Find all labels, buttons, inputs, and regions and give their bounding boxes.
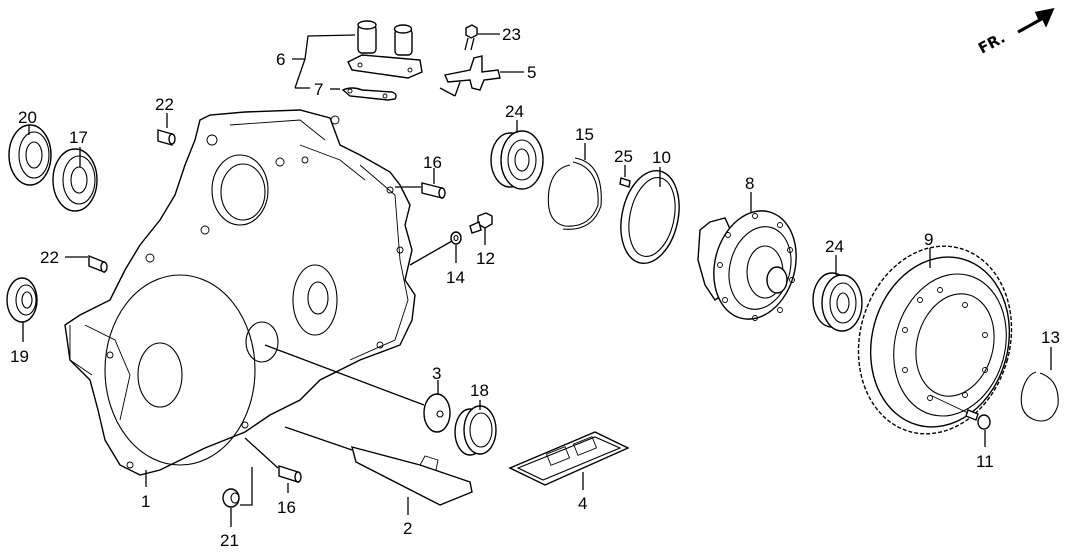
callout-6: 6 bbox=[276, 50, 285, 69]
callout-10: 10 bbox=[652, 148, 671, 167]
part-8-differential-carrier[interactable] bbox=[697, 202, 808, 329]
callout-20: 20 bbox=[18, 108, 37, 127]
callout-14: 14 bbox=[446, 268, 465, 287]
part-25-pin[interactable] bbox=[619, 177, 631, 188]
part-1-transmission-housing[interactable] bbox=[64, 109, 416, 476]
callout-23: 23 bbox=[502, 25, 521, 44]
callout-22-upper: 22 bbox=[155, 95, 174, 114]
part-18-needle-bearing[interactable] bbox=[454, 405, 497, 456]
arrow-front-icon bbox=[1017, 7, 1055, 34]
part-22-dowel-pin-lower[interactable] bbox=[88, 254, 108, 274]
part-24-ball-bearing-lower[interactable] bbox=[812, 272, 863, 332]
callout-7: 7 bbox=[314, 80, 323, 99]
part-20-ball-bearing[interactable] bbox=[8, 124, 52, 186]
part-21-oil-seal[interactable] bbox=[222, 488, 240, 508]
part-4-magnet-plate[interactable] bbox=[508, 431, 630, 486]
part-16-dowel-pin-lower[interactable] bbox=[278, 465, 302, 483]
callout-16-upper: 16 bbox=[423, 153, 442, 172]
callout-16-lower: 16 bbox=[277, 498, 296, 517]
part-7-gasket[interactable] bbox=[341, 87, 397, 101]
callout-17: 17 bbox=[69, 128, 88, 147]
leader-16-lower-axis bbox=[244, 437, 279, 469]
callout-1: 1 bbox=[141, 492, 150, 511]
callout-25: 25 bbox=[614, 147, 633, 166]
leader-3-axis bbox=[264, 344, 425, 406]
callout-9: 9 bbox=[924, 230, 933, 249]
part-17-ball-bearing[interactable] bbox=[52, 148, 98, 212]
part-15-snap-ring[interactable] bbox=[547, 157, 602, 230]
part-19-ball-bearing[interactable] bbox=[6, 277, 38, 323]
callout-3: 3 bbox=[432, 364, 441, 383]
callout-21: 21 bbox=[220, 531, 239, 550]
part-11-bolt[interactable] bbox=[929, 394, 991, 430]
callout-19: 19 bbox=[10, 347, 29, 366]
leaders-top bbox=[292, 33, 524, 90]
callout-22-lower: 22 bbox=[40, 248, 59, 267]
front-direction-marker: FR. bbox=[975, 7, 1055, 58]
callout-5: 5 bbox=[527, 63, 536, 82]
part-3-washer[interactable] bbox=[423, 393, 451, 433]
callout-15: 15 bbox=[575, 125, 594, 144]
part-9-final-driven-gear[interactable] bbox=[838, 229, 1032, 451]
callout-2: 2 bbox=[403, 519, 412, 538]
part-23-bolt[interactable] bbox=[464, 24, 478, 51]
callout-13: 13 bbox=[1041, 328, 1060, 347]
callout-24-lower: 24 bbox=[825, 237, 844, 256]
part-13-snap-ring[interactable] bbox=[1020, 371, 1059, 422]
callout-24-upper: 24 bbox=[505, 102, 524, 121]
part-14-washer[interactable] bbox=[450, 231, 462, 245]
part-22-dowel-pin-upper[interactable] bbox=[157, 129, 176, 146]
part-24-ball-bearing-upper[interactable] bbox=[490, 130, 544, 190]
leader-14-axis bbox=[409, 240, 453, 266]
callout-12: 12 bbox=[476, 249, 495, 268]
front-label: FR. bbox=[975, 29, 1008, 58]
callout-11: 11 bbox=[976, 452, 994, 471]
part-2-oil-gutter-plate[interactable] bbox=[284, 426, 473, 506]
part-12-sealing-bolt[interactable] bbox=[469, 212, 493, 234]
part-16-dowel-pin-upper[interactable] bbox=[421, 182, 446, 199]
part-5-bracket[interactable] bbox=[439, 55, 501, 97]
callout-4: 4 bbox=[578, 494, 587, 513]
part-6-solenoid-assembly[interactable] bbox=[347, 20, 423, 79]
callout-8: 8 bbox=[745, 174, 754, 193]
leader-21-axis bbox=[240, 467, 253, 506]
callout-18: 18 bbox=[470, 381, 489, 400]
